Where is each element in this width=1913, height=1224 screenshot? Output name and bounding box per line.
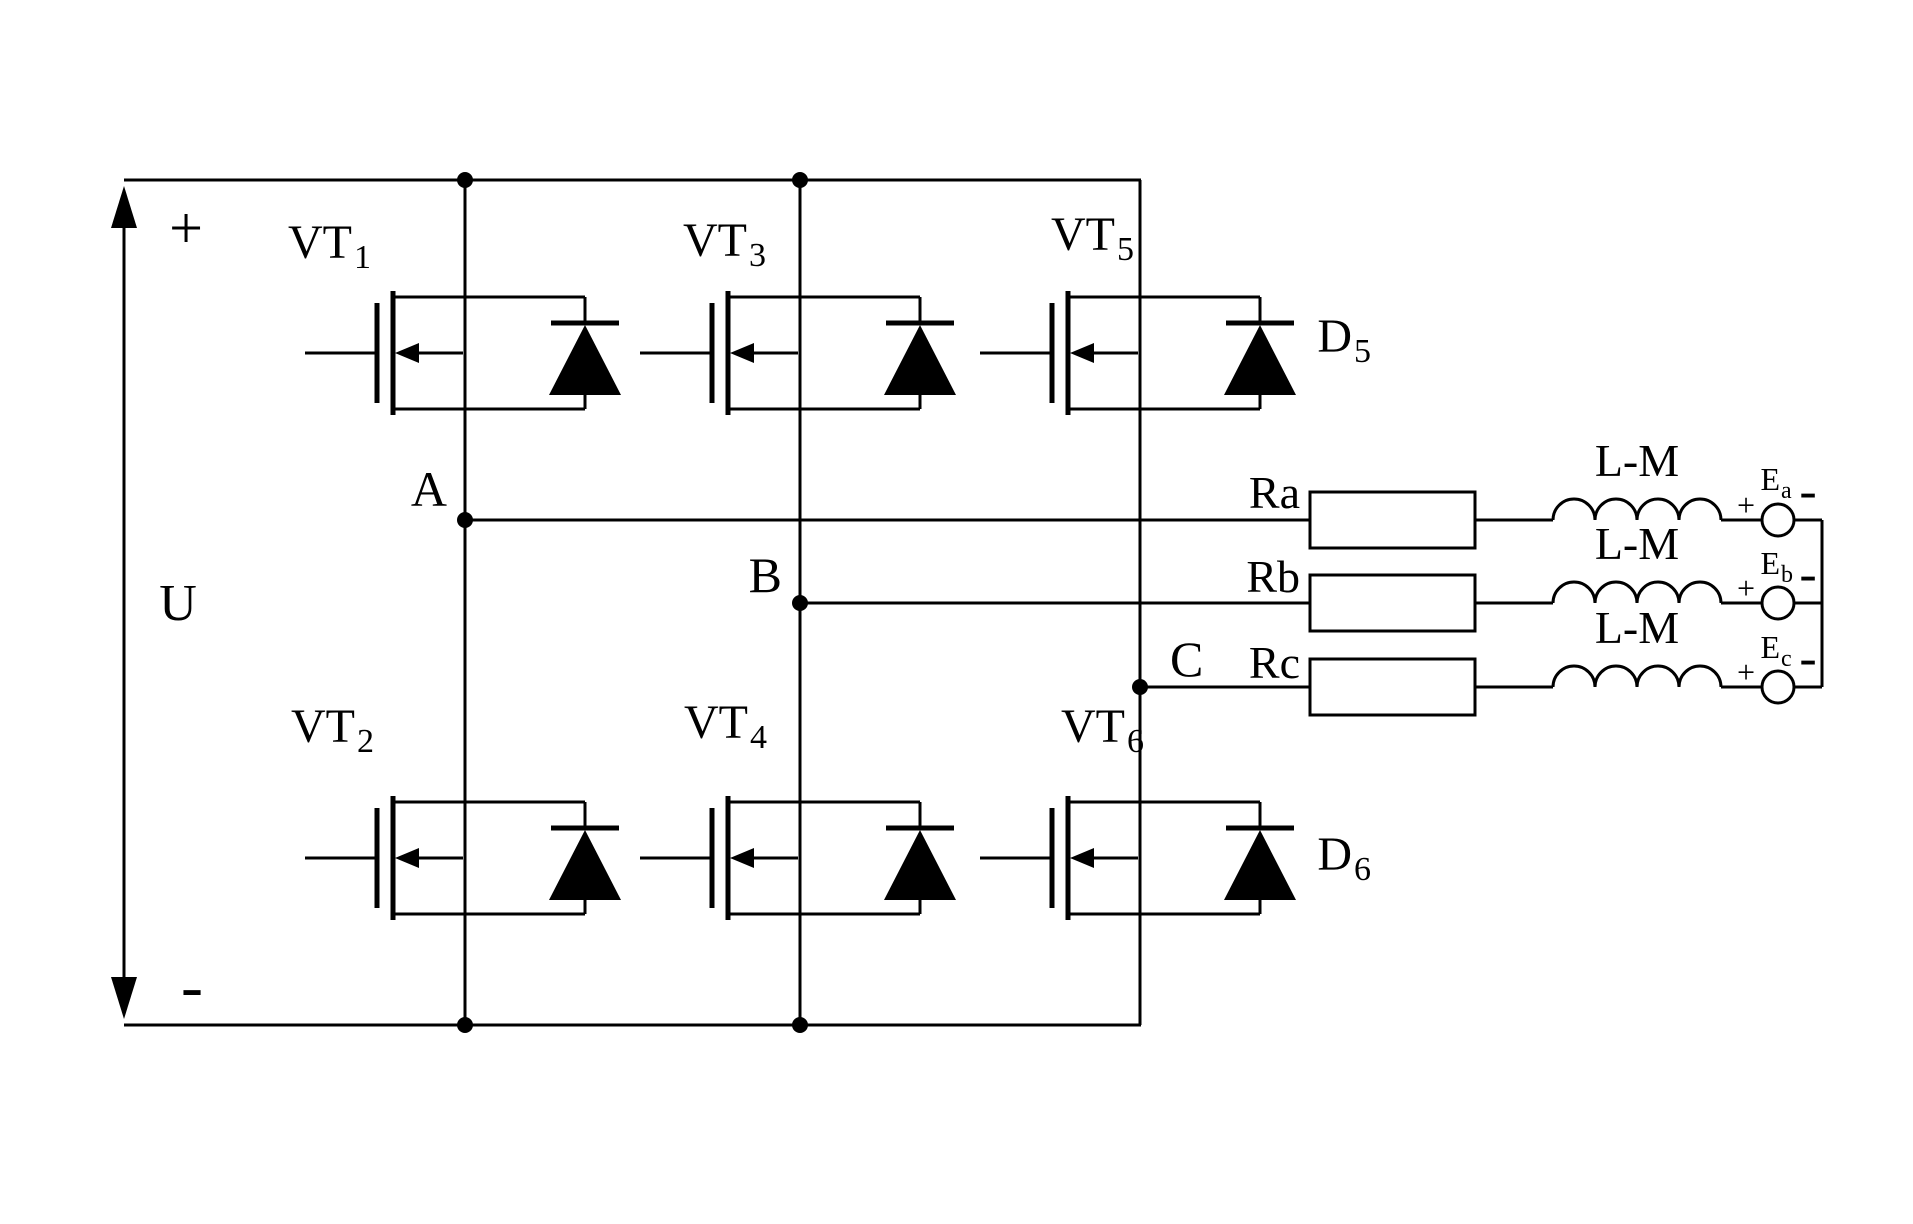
vt3-label: VT (683, 214, 747, 267)
dc-minus-label: - (181, 950, 203, 1023)
emf-source-c (1760, 669, 1796, 705)
resistor-ra-label: Ra (1249, 467, 1300, 518)
resistor-rb-body (1308, 573, 1477, 633)
emf-c-plus-label: + (1737, 654, 1755, 690)
diode-labels: D 5 D 6 (1317, 310, 1371, 888)
inductor-b-label: L-M (1595, 518, 1679, 569)
inductor-c-label: L-M (1595, 602, 1679, 653)
emf-b-plus-label: + (1737, 570, 1755, 606)
vt5-label: VT (1051, 208, 1115, 261)
node-a-label: A (411, 461, 447, 517)
u-arrow-down-head (111, 977, 137, 1019)
junction-dot (457, 172, 473, 188)
inductor-a-coil (1551, 497, 1723, 521)
emf-b-subscript: b (1781, 562, 1793, 588)
resistor-rc-body (1308, 657, 1477, 717)
switch-labels: VT 1 VT 3 VT 5 VT 2 VT 4 VT 6 (288, 208, 1144, 760)
node-b-dot (792, 595, 808, 611)
junction-dots (457, 172, 1148, 1033)
node-a-dot (457, 512, 473, 528)
dc-plus-label: + (169, 195, 203, 261)
vt6-subscript: 6 (1127, 723, 1144, 760)
emf-a-label: E (1760, 461, 1780, 497)
vt1-label: VT (288, 216, 352, 269)
emf-source-b (1760, 585, 1796, 621)
node-labels: A B C (411, 461, 1203, 687)
junction-dot (792, 1017, 808, 1033)
node-c-label: C (1170, 631, 1203, 687)
emf-sources: + - E a + - E b + - E c (1737, 461, 1817, 705)
d6-label: D (1317, 828, 1352, 881)
junction-dot (457, 1017, 473, 1033)
inductors: L-M L-M L-M (1551, 435, 1723, 688)
vt2-subscript: 2 (357, 723, 374, 760)
emf-b-minus-label: - (1799, 546, 1816, 603)
emf-c-subscript: c (1781, 646, 1792, 672)
inductor-a-label: L-M (1595, 435, 1679, 486)
d5-label: D (1317, 310, 1352, 363)
node-c-dot (1132, 679, 1148, 695)
vt4-subscript: 4 (750, 719, 767, 756)
d6-subscript: 6 (1354, 851, 1371, 888)
emf-b-label: E (1760, 545, 1780, 581)
vt3-subscript: 3 (749, 237, 766, 274)
junction-dot (792, 172, 808, 188)
emf-a-plus-label: + (1737, 487, 1755, 523)
emf-a-minus-label: - (1799, 463, 1816, 520)
resistor-ra-body (1308, 490, 1477, 550)
d5-subscript: 5 (1354, 333, 1371, 370)
emf-c-label: E (1760, 629, 1780, 665)
inductor-c-coil (1551, 664, 1723, 688)
vt2-label: VT (291, 700, 355, 753)
emf-source-a (1760, 502, 1796, 538)
emf-c-minus-label: - (1799, 630, 1816, 687)
emf-a-subscript: a (1781, 478, 1792, 504)
inductor-b-coil (1551, 580, 1723, 604)
vt6-label: VT (1061, 700, 1125, 753)
dc-voltage-label: U (159, 575, 197, 632)
vt4-label: VT (684, 696, 748, 749)
dc-voltage-arrow: + U - (111, 186, 203, 1023)
resistor-rb-label: Rb (1246, 551, 1300, 602)
vt1-subscript: 1 (354, 239, 371, 276)
u-arrow-up-head (111, 186, 137, 228)
resistors: Ra Rb Rc (1246, 467, 1477, 717)
vt5-subscript: 5 (1117, 231, 1134, 268)
node-b-label: B (749, 547, 782, 603)
resistor-rc-label: Rc (1249, 637, 1300, 688)
